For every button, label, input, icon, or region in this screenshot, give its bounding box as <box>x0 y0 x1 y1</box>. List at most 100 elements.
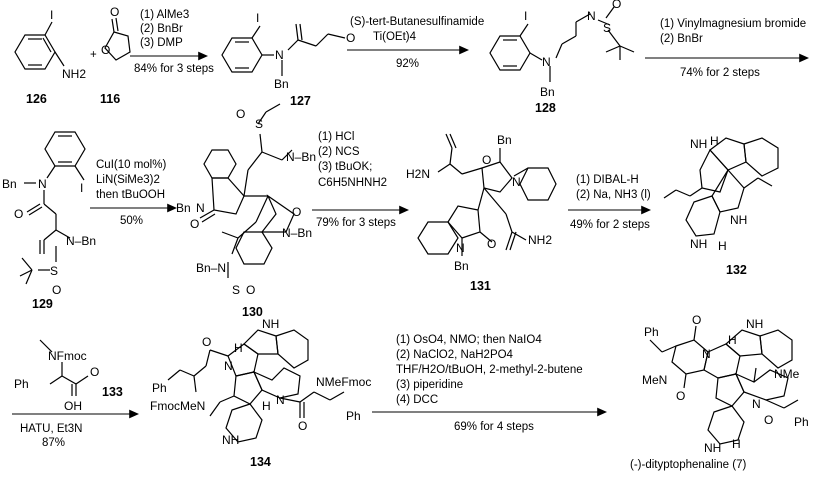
step2-yield: 92% <box>396 58 419 70</box>
atom-sulfinyl-oxygen: O <box>612 0 621 11</box>
atom-h-top: H <box>728 333 737 347</box>
atom-imine-nitrogen: N <box>587 9 596 23</box>
atom-hydroxyl: OH <box>64 399 82 413</box>
atom-phenyl-left: Ph <box>152 381 167 395</box>
atom-phenyl: Ph <box>14 377 29 391</box>
atom-ring-oxygen: O <box>101 43 110 57</box>
atom-amine-bottom: NH2 <box>528 233 552 247</box>
step3-line1: (1) Vinylmagnesium bromide <box>660 18 806 30</box>
atom-carbonyl-oxygen-left: O <box>676 389 685 403</box>
step6-line2: (2) Na, NH3 (l) <box>576 189 651 201</box>
compound-128-structure: I N Bn N S O <box>489 0 635 99</box>
atom-h-bottom: H <box>732 437 741 451</box>
step1-line2: (2) BnBr <box>140 23 183 35</box>
atom-nitrogen-left: N <box>702 347 711 361</box>
step5-yield: 79% for 3 steps <box>316 217 396 229</box>
step2-line2: Ti(OEt)4 <box>373 31 417 43</box>
label-130: 130 <box>242 305 263 319</box>
step6-line1: (1) DIBAL-H <box>576 174 639 186</box>
atom-lactam-nitrogen-bottom: N <box>456 241 465 255</box>
atom-carbonyl-oxygen-left: O <box>202 335 211 349</box>
step8-line4: (3) piperidine <box>396 379 463 391</box>
step5-line2: (2) NCS <box>318 146 360 158</box>
atom-nitrogen: N <box>542 55 551 69</box>
atom-n-bn-right: N–Bn <box>282 226 312 240</box>
atom-nh-bottom: NH <box>222 433 239 447</box>
atom-benzyl-top: Bn <box>497 133 512 147</box>
step5-line4: C6H5NHNH2 <box>318 177 387 189</box>
atom-sulfinyl-oxygen-bottom: O <box>246 283 255 297</box>
atom-phenyl-top: Ph <box>644 325 659 339</box>
atom-h-right: H <box>262 399 271 413</box>
atom-men: MeN <box>642 373 667 387</box>
atom-lactam-nitrogen-top: N <box>512 175 521 189</box>
product-7-structure: Ph O MeN O N NH H NMe N O Ph NH H <box>642 313 809 455</box>
label-133: 133 <box>102 385 123 399</box>
atom-carbonyl-oxygen-bottom: O <box>487 237 496 251</box>
atom-carbonyl-oxygen-left: O <box>190 217 199 231</box>
atom-lactam-nitrogen-left: N <box>196 201 205 215</box>
label-126: 126 <box>26 92 47 106</box>
atom-carbonyl-oxygen-top: O <box>692 313 701 327</box>
atom-sulfinyl-oxygen-top: O <box>236 107 245 121</box>
atom-bn-n-bottom: Bn–N <box>196 261 226 275</box>
step7-line1: HATU, Et3N <box>20 423 82 435</box>
atom-nh-bottom: NH <box>704 441 721 455</box>
label-131: 131 <box>470 279 491 293</box>
compound-132-structure: NH H NH NH H <box>663 134 779 253</box>
atom-nitrogen-right: N <box>276 393 285 407</box>
atom-nitrogen-right: N <box>752 397 761 411</box>
label-129: 129 <box>32 297 53 311</box>
step7-yield: 87% <box>42 437 65 449</box>
atom-nitrogen-left: N <box>224 359 233 373</box>
step5-line3: (3) tBuOK; <box>318 161 372 173</box>
step8-line3: THF/H2O/tBuOH, 2-methyl-2-butene <box>396 364 583 376</box>
step3-yield: 74% for 2 steps <box>680 67 760 79</box>
atom-h-bottom: H <box>718 239 727 253</box>
atom-nme: NMe <box>774 367 800 381</box>
atom-nh-top: NH <box>262 317 279 331</box>
plus-sign: + <box>90 49 97 61</box>
compound-127-structure: I N Bn O <box>221 11 355 91</box>
label-127: 127 <box>290 94 311 108</box>
atom-nitrogen: N <box>38 177 47 191</box>
step8-line1: (1) OsO4, NMO; then NaIO4 <box>396 334 542 346</box>
atom-nh-bottom-left: NH <box>690 237 707 251</box>
step4-line2: LiN(SiMe3)2 <box>96 174 160 186</box>
atom-carbonyl-oxygen: O <box>14 207 23 221</box>
atom-carbonyl-oxygen-right: O <box>764 413 773 427</box>
step1-line1: (1) AlMe3 <box>140 9 189 21</box>
atom-fmocmen: FmocMeN <box>150 399 205 413</box>
atom-nmefmoc: NMeFmoc <box>316 375 371 389</box>
step8-yield: 69% for 4 steps <box>454 421 534 433</box>
atom-carbonyl-oxygen-top: O <box>482 153 491 167</box>
step1-line3: (3) DMP <box>140 37 183 49</box>
atom-carbonyl-oxygen: O <box>90 365 99 379</box>
atom-nfmoc: NFmoc <box>48 349 87 363</box>
compound-131-structure: H2N N Bn O O N Bn NH2 <box>406 133 557 273</box>
step1-yield: 84% for 3 steps <box>134 63 214 75</box>
atom-nh-bottom-right: NH <box>730 213 747 227</box>
step8-line5: (4) DCC <box>396 394 438 406</box>
atom-nitrogen: N <box>275 48 284 62</box>
atom-sulfur: S <box>50 264 58 278</box>
atom-benzyl-left: Bn <box>176 201 191 215</box>
atom-n-bn-top: N–Bn <box>286 150 316 164</box>
atom-carbonyl-oxygen: O <box>110 5 119 19</box>
atom-nh-top: NH <box>746 317 763 331</box>
label-116: 116 <box>100 92 120 106</box>
atom-h-top-left: H <box>710 134 719 148</box>
atom-h-left: H <box>234 341 243 355</box>
atom-iodine: I <box>256 11 259 25</box>
step4-yield: 50% <box>120 215 143 227</box>
label-128: 128 <box>535 101 556 115</box>
atom-sulfur-top: S <box>255 117 263 131</box>
atom-sulfur-bottom: S <box>232 283 240 297</box>
label-132: 132 <box>726 263 747 277</box>
atom-benzyl-bottom: Bn <box>454 259 469 273</box>
atom-amine-top: H2N <box>406 167 430 181</box>
atom-sulfur: S <box>603 21 611 35</box>
compound-116-structure: O O <box>101 5 131 61</box>
step4-line1: CuI(10 mol%) <box>96 159 166 171</box>
